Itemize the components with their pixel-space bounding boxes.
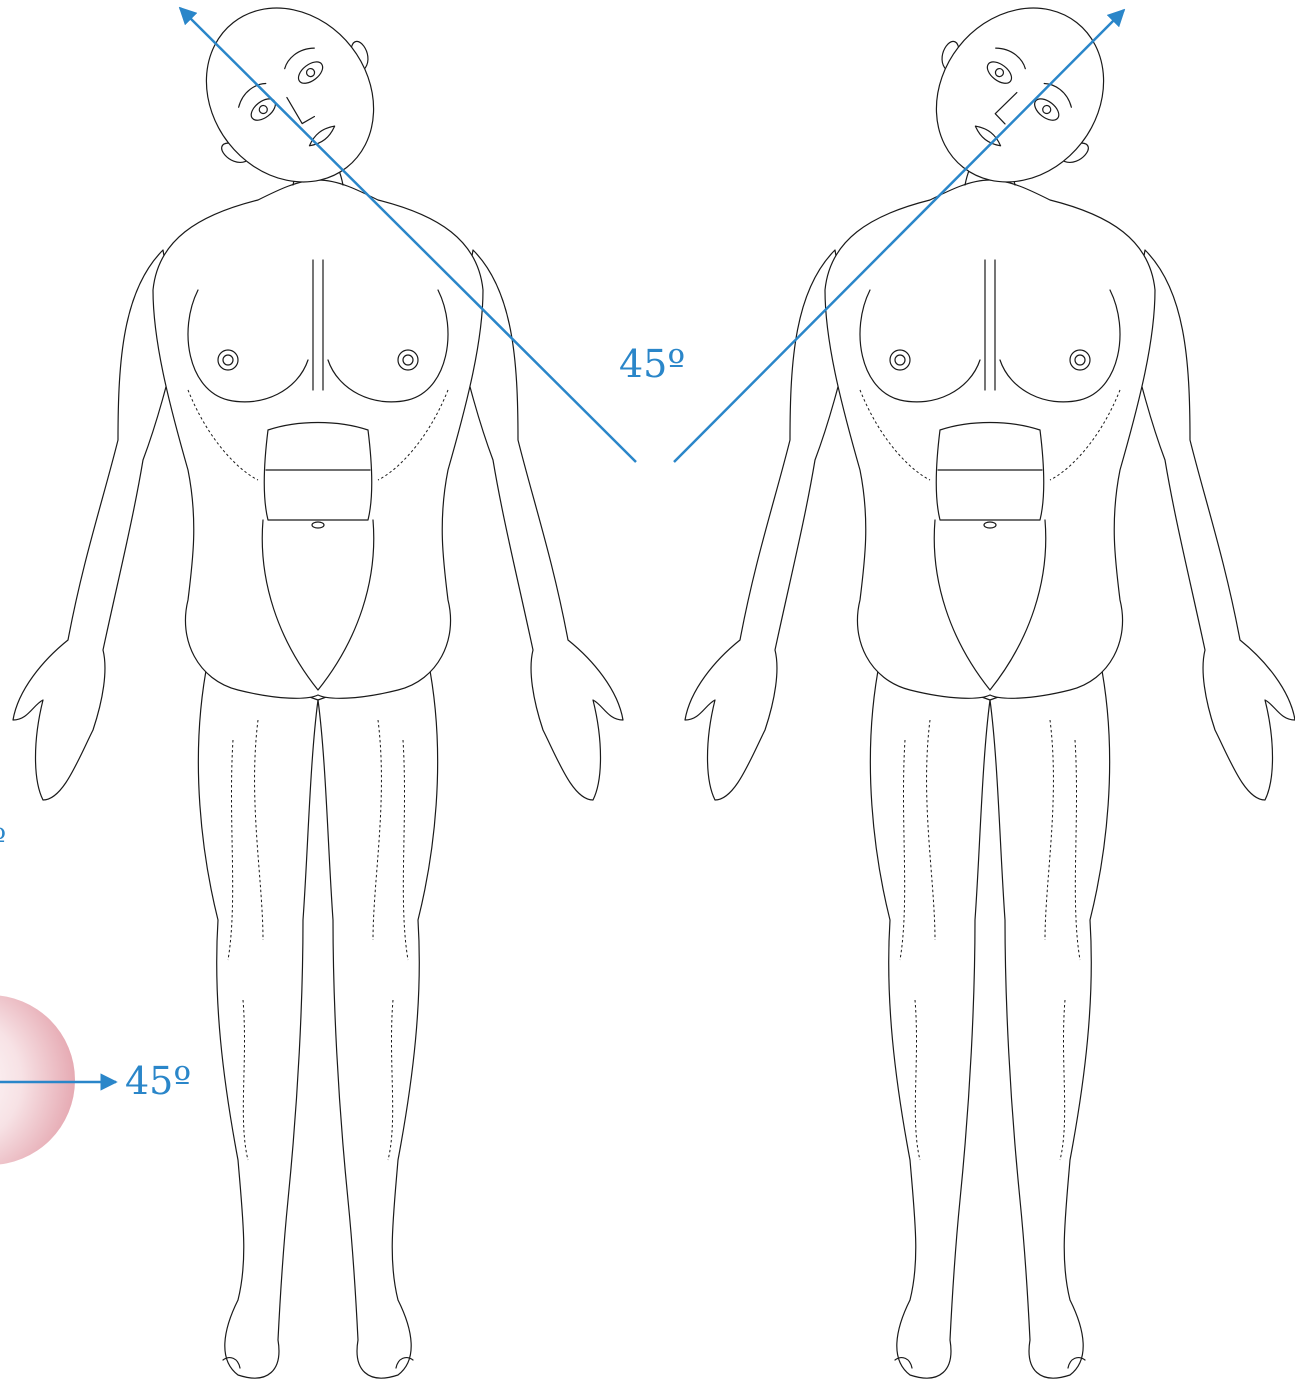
angle-label-left-edge: º [0, 826, 6, 856]
figure-head-tilt-left [685, 0, 1295, 1378]
angle-label-lower-left: 45º [125, 1062, 191, 1100]
figure-head-tilt-right [13, 0, 623, 1378]
angle-label-middle: 45º [619, 345, 685, 383]
highlight-circle [0, 995, 75, 1165]
